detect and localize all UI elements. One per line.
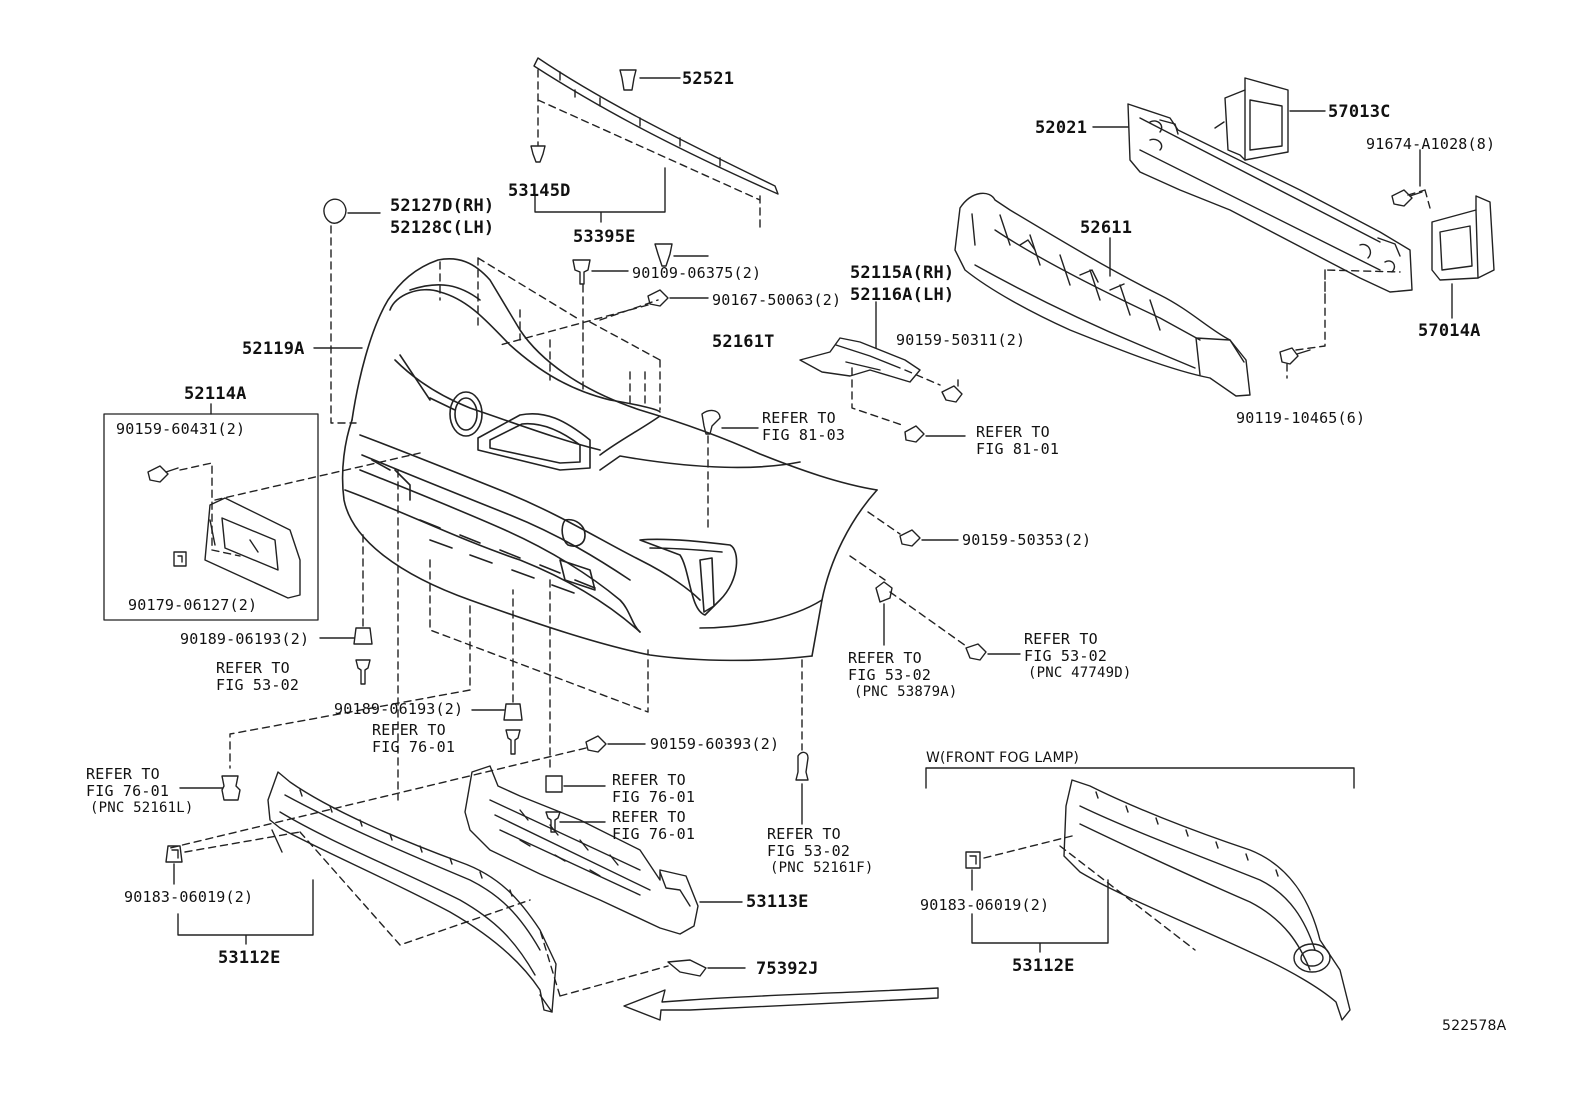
- label-refer-76-01-b-line1: REFER TO: [86, 765, 160, 783]
- label-90159-50311: 90159-50311(2): [896, 331, 1026, 349]
- screw-ref-76-01-a: [506, 730, 520, 754]
- screw-90167: [648, 290, 708, 306]
- bolt-90119: [1280, 348, 1310, 364]
- label-52116a-lh: 52116A(LH): [850, 285, 955, 305]
- label-52021: 52021: [1035, 118, 1088, 138]
- nut-90189-b: [504, 704, 522, 720]
- label-refer-53-02-a-line1: REFER TO: [216, 659, 290, 677]
- label-90119-10465: 90119-10465(6): [1236, 409, 1366, 427]
- under-cover-53113e: [465, 766, 698, 934]
- label-57014a: 57014A: [1418, 321, 1481, 341]
- screw-ref-81-01: [905, 426, 965, 442]
- label-refer-76-01-b-line2: FIG 76-01: [86, 782, 170, 800]
- diagram-id: 522578A: [1442, 1018, 1507, 1034]
- label-52128c-lh: 52128C(LH): [390, 218, 495, 238]
- clip-52521: [620, 70, 680, 90]
- label-53113e: 53113E: [746, 892, 809, 912]
- label-90167-50063: 90167-50063(2): [712, 291, 842, 309]
- label-53395e: 53395E: [573, 227, 636, 247]
- clip-ref-52161l: [180, 776, 240, 800]
- screw-ref-53-02-a: [356, 660, 370, 684]
- label-refer-81-03-line2: FIG 81-03: [762, 426, 846, 444]
- nut-90183-a: [166, 846, 182, 862]
- label-91674-a1028: 91674-A1028(8): [1366, 135, 1496, 153]
- cap-52127d: [324, 199, 380, 223]
- label-refer-53-02-c-line2: FIG 53-02: [1024, 647, 1108, 665]
- screw-ref-76-01-b: [546, 812, 605, 832]
- label-refer-76-01-a-line1: REFER TO: [372, 721, 446, 739]
- label-52611: 52611: [1080, 218, 1133, 238]
- side-bracket-52115a: [800, 338, 920, 382]
- label-refer-53-02-b-line2: FIG 53-02: [848, 666, 932, 684]
- nut-ref-76-01: [546, 776, 605, 792]
- label-refer-53-02-d-line2: FIG 53-02: [767, 842, 851, 860]
- label-refer-81-01-line2: FIG 81-01: [976, 440, 1060, 458]
- screw-90159-50311: [942, 386, 962, 402]
- label-52115a-rh: 52115A(RH): [850, 263, 955, 283]
- label-57013c: 57013C: [1328, 102, 1391, 122]
- absorber-52611: [955, 193, 1250, 396]
- screw-90109: [573, 260, 628, 284]
- label-75392j: 75392J: [756, 959, 819, 979]
- bracket-57013c: [1215, 78, 1288, 160]
- label-52127d-rh: 52127D(RH): [390, 196, 495, 216]
- label-53145d: 53145D: [508, 181, 571, 201]
- label-90183-06019-b: 90183-06019(2): [920, 896, 1050, 914]
- label-refer-81-03-line1: REFER TO: [762, 409, 836, 427]
- label-fog-lamp-variant: W(FRONT FOG LAMP): [926, 750, 1080, 766]
- label-52521: 52521: [682, 69, 735, 89]
- label-refer-53-02-c-line1: REFER TO: [1024, 630, 1098, 648]
- label-90159-60393: 90159-60393(2): [650, 735, 780, 753]
- bolt-91674: [1392, 190, 1422, 206]
- screw-90159-50353: [900, 530, 958, 546]
- screw-ref-47749d: [966, 644, 1020, 660]
- clip-ref-81-03: [702, 411, 758, 434]
- lower-grille-53112e-left: [268, 772, 556, 1012]
- bumper-cover-52119a: [343, 259, 877, 661]
- label-refer-81-01-line1: REFER TO: [976, 423, 1050, 441]
- label-refer-53-02-d-line1: REFER TO: [767, 825, 841, 843]
- label-53112e-a: 53112E: [218, 948, 281, 968]
- label-90159-50353: 90159-50353(2): [962, 531, 1092, 549]
- label-refer-76-01-a-line2: FIG 76-01: [372, 738, 456, 756]
- reinforcement-52021: [1128, 104, 1412, 292]
- label-90159-60431: 90159-60431(2): [116, 420, 246, 438]
- nut-90183-b: [966, 852, 980, 868]
- clip-52161t: [655, 244, 708, 266]
- upper-retainer-strip: [534, 58, 778, 194]
- fog-lamp-variant-bracket: [926, 768, 1354, 788]
- label-refer-53-02-b-line3: (PNC 53879A): [854, 684, 958, 700]
- label-refer-76-01-d-line2: FIG 76-01: [612, 825, 696, 843]
- clip-75392j: [668, 960, 745, 976]
- label-refer-76-01-d-line1: REFER TO: [612, 808, 686, 826]
- clip-ref-52161f: [796, 752, 808, 824]
- assembly-arrow: [624, 988, 938, 1020]
- label-52119a: 52119A: [242, 339, 305, 359]
- label-90183-06019-a: 90183-06019(2): [124, 888, 254, 906]
- license-bracket-52114a: [104, 404, 318, 620]
- bracket-57014a: [1432, 196, 1494, 280]
- label-refer-53-02-c-line3: (PNC 47749D): [1028, 665, 1132, 681]
- label-90189-06193-a: 90189-06193(2): [180, 630, 310, 648]
- label-90189-06193-b: 90189-06193(2): [334, 700, 464, 718]
- label-53112e-b: 53112E: [1012, 956, 1075, 976]
- label-refer-76-01-c-line1: REFER TO: [612, 771, 686, 789]
- clip-53145d: [531, 146, 545, 162]
- label-52161t: 52161T: [712, 332, 775, 352]
- nut-90189-a: [354, 628, 372, 644]
- label-90109-06375: 90109-06375(2): [632, 264, 762, 282]
- label-refer-53-02-b-line1: REFER TO: [848, 649, 922, 667]
- label-refer-53-02-d-line3: (PNC 52161F): [770, 860, 874, 876]
- screw-90159-60393: [586, 736, 645, 752]
- label-refer-53-02-a-line2: FIG 53-02: [216, 676, 300, 694]
- lower-grille-53112e-right: [1064, 780, 1350, 1020]
- label-refer-76-01-c-line2: FIG 76-01: [612, 788, 696, 806]
- label-refer-76-01-b-line3: (PNC 52161L): [90, 800, 194, 816]
- label-52114a: 52114A: [184, 384, 247, 404]
- label-90179-06127: 90179-06127(2): [128, 596, 258, 614]
